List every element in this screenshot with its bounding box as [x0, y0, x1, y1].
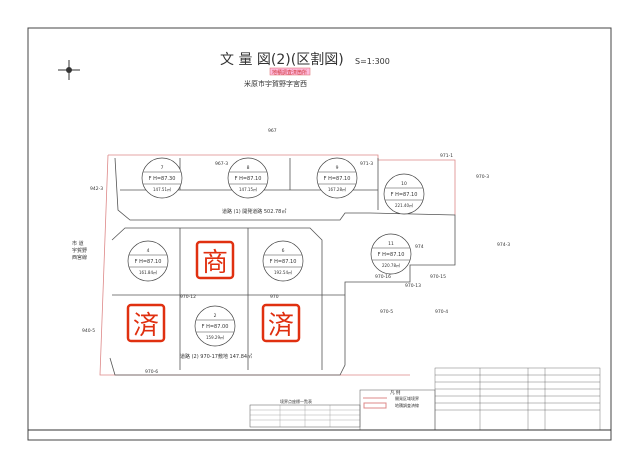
scale-label: S=1:300: [355, 57, 390, 66]
parcel-label: 940-5: [82, 328, 95, 334]
svg-text:10: 10: [401, 181, 407, 187]
parcel-label: 970-13: [405, 283, 421, 289]
parcel-labels: 967 967-3 971-3 971-1 970-3 974-3 942-3 …: [82, 128, 510, 375]
city-road-label-2: 宇賀野: [72, 247, 87, 254]
svg-text:4: 4: [147, 248, 150, 254]
parcel-label: 970-16: [375, 274, 391, 280]
svg-text:2: 2: [214, 313, 217, 319]
svg-text:159.29㎡: 159.29㎡: [206, 334, 224, 340]
sold-stamp: 商: [195, 240, 235, 280]
svg-text:220.78㎡: 220.78㎡: [382, 262, 400, 268]
lot-8: 8 F H=87.10 147.15㎡: [227, 157, 269, 199]
parcel-label: 967-3: [215, 161, 228, 167]
svg-text:F H=87.10: F H=87.10: [235, 176, 262, 182]
legend: 凡 例 開発区域境界 地積調査済線: [359, 389, 436, 431]
page-title: 文 量 図(2)(区割図): [220, 51, 344, 68]
svg-text:11: 11: [388, 241, 394, 247]
svg-text:167.28㎡: 167.28㎡: [328, 186, 346, 192]
svg-text:192.54㎡: 192.54㎡: [274, 269, 292, 275]
svg-text:F H=87.10: F H=87.10: [135, 259, 162, 265]
svg-text:F H=87.10: F H=87.10: [270, 259, 297, 265]
svg-text:7: 7: [161, 165, 164, 171]
lot-6: 6 F H=87.10 192.54㎡: [262, 240, 304, 282]
svg-text:済: 済: [268, 311, 294, 341]
parcel-label: 970-5: [380, 309, 393, 315]
sold-stamp: 済: [261, 303, 301, 343]
legend-item: 開発区域境界: [395, 395, 419, 401]
lot-10: 10 F H=87.10 221.40㎡: [383, 173, 425, 215]
title-block-table: [434, 367, 601, 431]
coordinate-table: 境界点座標一覧表: [249, 398, 361, 428]
location-label: 米原市宇賀野字宮西: [244, 79, 307, 88]
svg-text:F H=87.00: F H=87.00: [202, 324, 229, 330]
road1-label: 道路 (1) 開発道路 502.78㎡: [222, 208, 286, 215]
sheet-frame: [27, 27, 612, 441]
lot-2: 2 F H=87.00 159.29㎡: [194, 305, 236, 347]
svg-text:F H=87.30: F H=87.30: [149, 176, 176, 182]
road2-label: 道路 (2) 970-17敷地 147.84㎡: [180, 353, 252, 360]
sold-stamp: 済: [126, 303, 166, 343]
svg-text:147.15㎡: 147.15㎡: [239, 186, 257, 192]
parcel-label: 970-4: [435, 309, 448, 315]
city-road-label-1: 市 道: [72, 240, 84, 247]
lot-7: 7 F H=87.30 147.51㎡: [141, 157, 183, 199]
svg-text:商: 商: [202, 248, 228, 278]
parcel-label: 970-15: [430, 274, 446, 280]
lot-11: 11 F H=87.10 220.78㎡: [370, 233, 412, 275]
svg-text:8: 8: [247, 165, 250, 171]
svg-text:9: 9: [336, 165, 339, 171]
parcel-label: 942-3: [90, 186, 103, 192]
svg-text:F H=87.10: F H=87.10: [324, 176, 351, 182]
parcel-label: 971-1: [440, 153, 453, 159]
parcel-label: 974-3: [497, 242, 510, 248]
svg-text:済: 済: [133, 311, 159, 341]
lot-4: 4 F H=87.10 161.84㎡: [127, 240, 169, 282]
svg-text:161.84㎡: 161.84㎡: [139, 269, 157, 275]
legend-item: 地積調査済線: [395, 402, 419, 408]
parcel-label: 970-3: [476, 174, 489, 180]
parcel-label: 967: [268, 128, 277, 134]
parcel-label: 970: [270, 294, 279, 300]
coordinate-table-title: 境界点座標一覧表: [280, 398, 312, 404]
svg-text:221.40㎡: 221.40㎡: [395, 202, 413, 208]
parcel-label: 974: [415, 244, 424, 250]
survey-stamp-label: 地積調査済箇所: [272, 69, 307, 76]
svg-text:147.51㎡: 147.51㎡: [153, 186, 171, 192]
parcel-label: 970-12: [180, 294, 196, 300]
svg-text:F H=87.10: F H=87.10: [378, 252, 405, 258]
city-road-label-3: 西宮線: [72, 254, 87, 261]
svg-text:F H=87.10: F H=87.10: [391, 192, 418, 198]
legend-title: 凡 例: [390, 389, 401, 396]
parcel-label: 971-3: [360, 161, 373, 167]
parcel-label: 970-6: [145, 369, 158, 375]
lot-9: 9 F H=87.10 167.28㎡: [316, 157, 358, 199]
north-arrow-icon: [58, 60, 80, 80]
svg-text:6: 6: [282, 248, 285, 254]
